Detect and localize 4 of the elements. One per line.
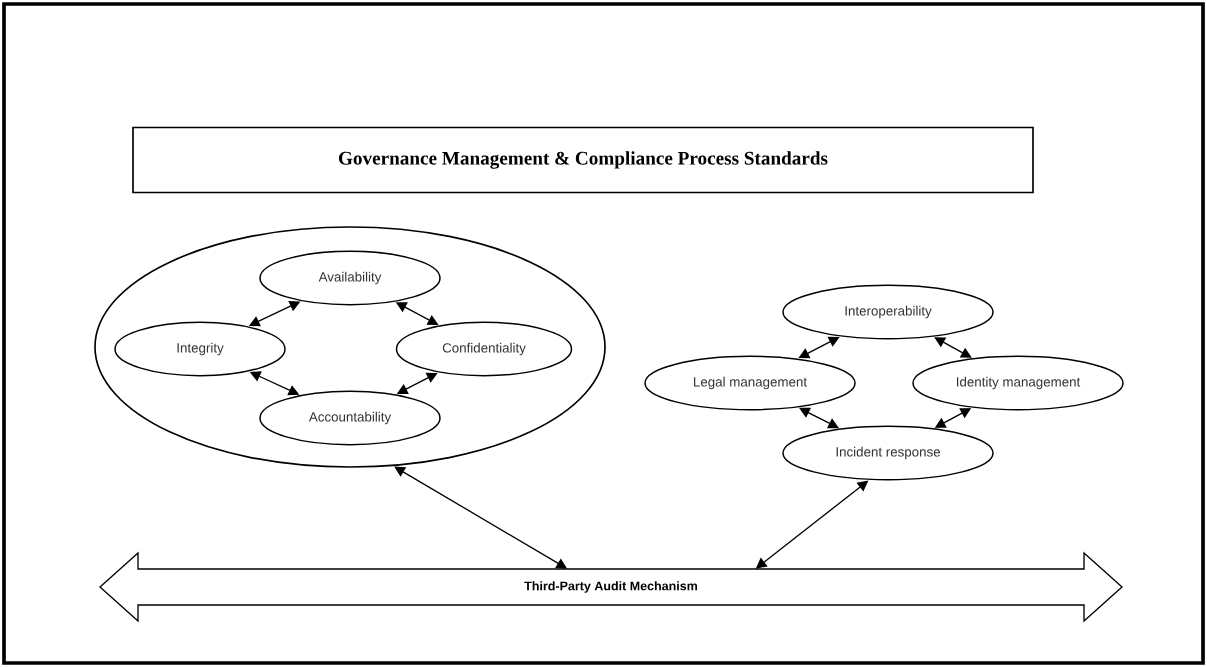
double-arrow-band: Third-Party Audit Mechanism	[99, 551, 1123, 623]
title-box: Governance Management & Compliance Process Standards	[132, 126, 1034, 194]
arrow	[934, 337, 972, 358]
group-ellipse	[94, 226, 606, 468]
